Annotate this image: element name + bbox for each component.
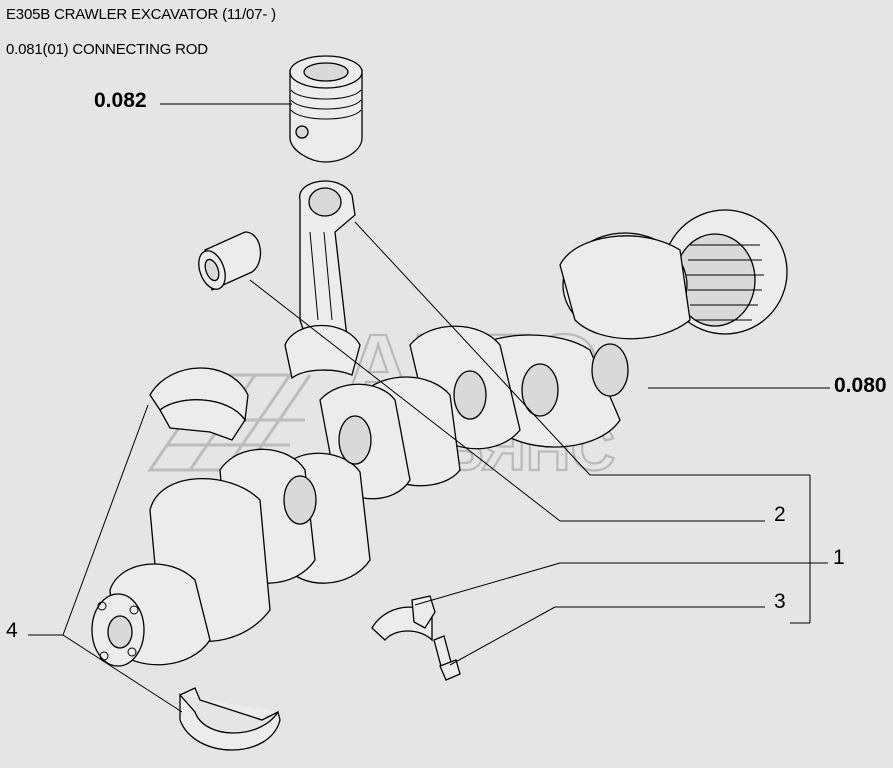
bearing-shell-upper xyxy=(149,367,249,441)
callout-item-3: 3 xyxy=(774,590,786,613)
bearing-shell-lower xyxy=(179,687,281,751)
rod-bolt xyxy=(433,635,461,681)
callout-crankshaft-ref: 0.080 xyxy=(834,374,887,397)
section-title: 0.081(01) CONNECTING ROD xyxy=(6,41,208,58)
crankshaft xyxy=(91,209,788,667)
piston xyxy=(289,55,363,163)
diagram-title: E305B CRAWLER EXCAVATOR (11/07- ) xyxy=(6,6,276,23)
callout-item-2: 2 xyxy=(774,503,786,526)
callout-item-4: 4 xyxy=(6,619,18,642)
leader-lines xyxy=(28,103,830,713)
callout-item-1: 1 xyxy=(833,546,845,569)
piston-pin xyxy=(198,231,262,291)
rod-bearing-cap xyxy=(371,595,436,642)
connecting-rod xyxy=(284,180,361,380)
callout-piston-ref: 0.082 xyxy=(94,89,147,112)
